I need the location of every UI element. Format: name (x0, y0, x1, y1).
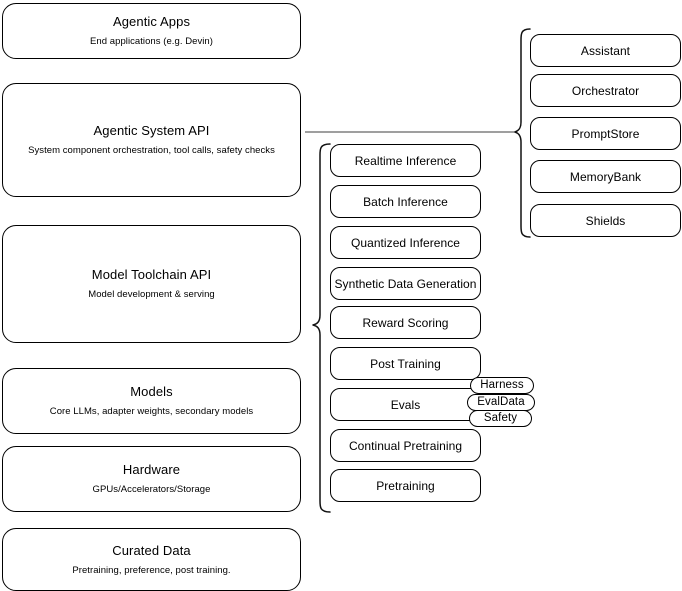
layer-subtitle: Core LLMs, adapter weights, secondary mo… (49, 406, 254, 417)
badge-label: Safety (483, 412, 518, 424)
toolchain-chip-synthetic-data-generation[interactable]: Synthetic Data Generation (330, 267, 481, 300)
evals-badge-safety[interactable]: Safety (469, 410, 532, 427)
layer-card-agentic-apps[interactable]: Agentic Apps End applications (e.g. Devi… (2, 3, 301, 59)
chip-label: Pretraining (376, 478, 435, 493)
layer-card-curated-data[interactable]: Curated Data Pretraining, preference, po… (2, 528, 301, 591)
system-chip-memorybank[interactable]: MemoryBank (530, 160, 681, 193)
brace-system-components (514, 28, 531, 238)
brace-toolchain-components (312, 143, 331, 513)
layer-card-hardware[interactable]: Hardware GPUs/Accelerators/Storage (2, 446, 301, 512)
chip-label: Shields (585, 213, 626, 228)
system-chip-assistant[interactable]: Assistant (530, 34, 681, 67)
chip-label: Continual Pretraining (348, 438, 463, 453)
chip-label: Post Training (370, 356, 441, 371)
layer-title: Hardware (122, 462, 181, 477)
system-chip-promptstore[interactable]: PromptStore (530, 117, 681, 150)
toolchain-chip-continual-pretraining[interactable]: Continual Pretraining (330, 429, 481, 462)
badge-label: Harness (480, 379, 524, 391)
chip-label: Realtime Inference (354, 153, 457, 168)
evals-badge-harness[interactable]: Harness (470, 377, 534, 394)
layer-card-models[interactable]: Models Core LLMs, adapter weights, secon… (2, 368, 301, 434)
layer-subtitle: GPUs/Accelerators/Storage (92, 484, 211, 495)
layer-card-model-toolchain-api[interactable]: Model Toolchain API Model development & … (2, 225, 301, 343)
chip-label: Batch Inference (363, 194, 448, 209)
chip-label: Assistant (580, 43, 631, 58)
layer-title: Agentic System API (93, 123, 210, 138)
chip-label: Synthetic Data Generation (334, 276, 477, 291)
chip-label: Reward Scoring (362, 315, 449, 330)
layer-subtitle: Model development & serving (88, 289, 215, 300)
evals-badge-evaldata[interactable]: EvalData (467, 394, 535, 411)
chip-label: Quantized Inference (350, 235, 461, 250)
chip-label: Evals (390, 397, 421, 412)
layer-subtitle: End applications (e.g. Devin) (90, 36, 213, 47)
chip-label: PromptStore (571, 126, 640, 141)
toolchain-chip-post-training[interactable]: Post Training (330, 347, 481, 380)
layer-subtitle: System component orchestration, tool cal… (28, 145, 275, 156)
layer-title: Models (130, 384, 173, 399)
toolchain-chip-quantized-inference[interactable]: Quantized Inference (330, 226, 481, 259)
layer-title: Curated Data (112, 542, 191, 558)
chip-label: MemoryBank (569, 169, 642, 184)
badge-label: EvalData (477, 396, 525, 408)
layer-card-agentic-system-api[interactable]: Agentic System API System component orch… (2, 83, 301, 197)
layer-title: Agentic Apps (112, 14, 191, 29)
system-chip-shields[interactable]: Shields (530, 204, 681, 237)
toolchain-chip-reward-scoring[interactable]: Reward Scoring (330, 306, 481, 339)
system-chip-orchestrator[interactable]: Orchestrator (530, 74, 681, 107)
toolchain-chip-evals[interactable]: Evals (330, 388, 481, 421)
toolchain-chip-pretraining[interactable]: Pretraining (330, 469, 481, 502)
toolchain-chip-realtime-inference[interactable]: Realtime Inference (330, 144, 481, 177)
layer-title: Model Toolchain API (91, 267, 212, 282)
toolchain-chip-batch-inference[interactable]: Batch Inference (330, 185, 481, 218)
chip-label: Orchestrator (571, 83, 640, 98)
layer-subtitle: Pretraining, preference, post training. (72, 564, 231, 576)
